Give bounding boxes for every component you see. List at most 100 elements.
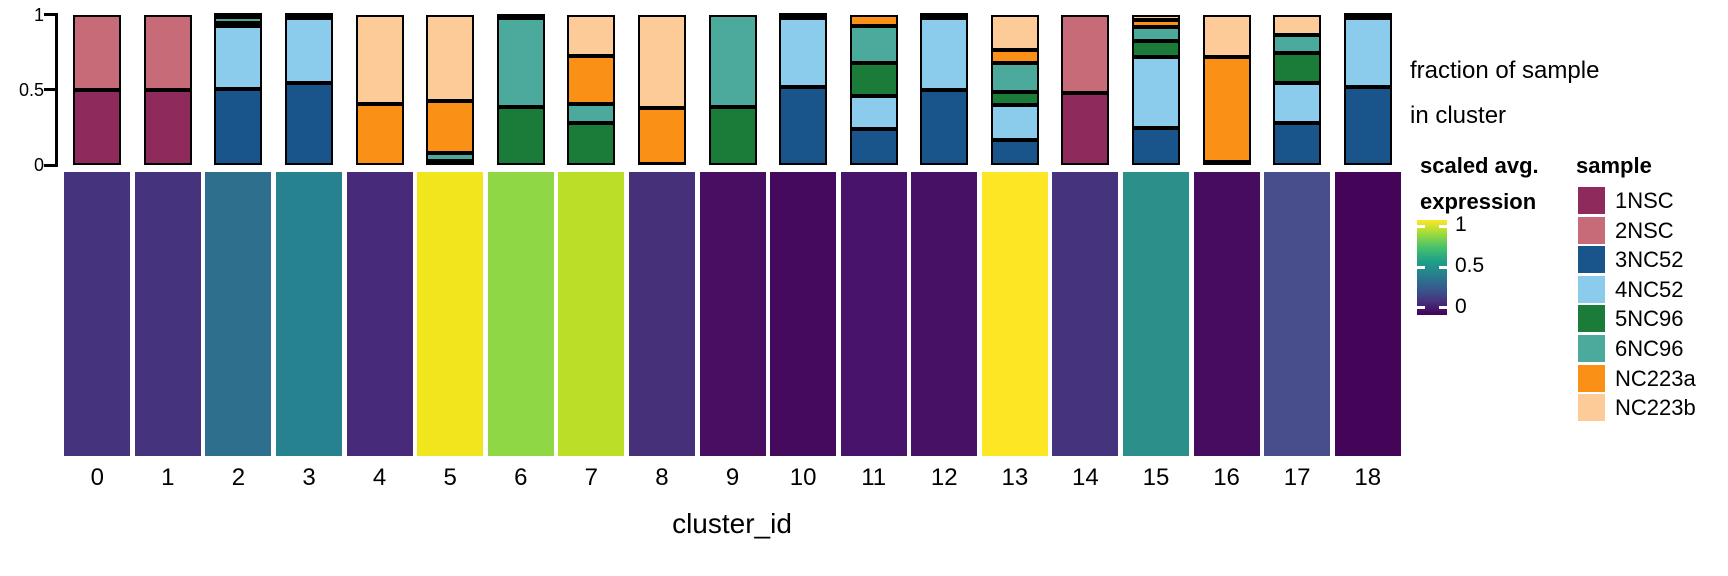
bar-segment-NC223b-cluster-5 bbox=[426, 15, 475, 101]
bar-segment-4NC52-cluster-17 bbox=[1273, 82, 1322, 123]
bar-segment-6NC96-cluster-6 bbox=[496, 18, 545, 107]
y-tick-0 bbox=[44, 164, 56, 167]
colorbar-tick-dash-0 bbox=[1417, 225, 1425, 228]
stacked-bar-cluster-3 bbox=[285, 12, 334, 165]
bar-segment-3NC52-cluster-15 bbox=[1131, 127, 1180, 165]
sample-legend-title: sample bbox=[1576, 153, 1652, 178]
legend-swatch-3NC52 bbox=[1578, 246, 1605, 274]
legend-label-2NSC: 2NSC bbox=[1615, 217, 1674, 243]
stacked-bar-cluster-1 bbox=[143, 15, 192, 165]
heatmap-cell-cluster-4 bbox=[346, 172, 413, 456]
bar-segment-3NC52-cluster-3 bbox=[285, 82, 334, 165]
colorbar-tick-label-05: 0.5 bbox=[1455, 254, 1485, 277]
fraction-note-line2: in cluster bbox=[1410, 102, 1507, 129]
heatmap-cell-cluster-3 bbox=[276, 172, 343, 456]
stacked-bar-cluster-10 bbox=[779, 12, 828, 165]
legend-swatch-5NC96 bbox=[1578, 305, 1605, 333]
legend-label-NC223b: NC223b bbox=[1615, 395, 1696, 421]
x-tick-label-14: 14 bbox=[1072, 464, 1099, 491]
y-tick-label-0: 0 bbox=[33, 155, 44, 175]
bar-segment-NC223a-cluster-13 bbox=[990, 49, 1039, 63]
x-tick-label-10: 10 bbox=[789, 464, 817, 491]
colorbar-tick-dash-0 bbox=[1439, 225, 1447, 228]
bar-segment-NC223a-cluster-5 bbox=[426, 100, 475, 153]
x-tick-label-3: 3 bbox=[302, 464, 316, 491]
stacked-bar-cluster-15 bbox=[1131, 15, 1180, 165]
x-tick-label-1: 1 bbox=[161, 464, 175, 491]
y-tick-label-1: 1 bbox=[33, 5, 44, 25]
bar-segment-6NC96-cluster-17 bbox=[1273, 34, 1322, 53]
x-tick-label-7: 7 bbox=[584, 464, 599, 491]
stacked-bar-cluster-17 bbox=[1273, 15, 1322, 165]
heatmap-cell-cluster-16 bbox=[1193, 172, 1260, 456]
bar-segment-NC223a-cluster-4 bbox=[355, 103, 404, 165]
bar-segment-4NC52-cluster-11 bbox=[849, 96, 898, 129]
bar-segment-4NC52-cluster-2 bbox=[214, 25, 263, 89]
bar-segment-4NC52-cluster-13 bbox=[990, 105, 1039, 140]
bar-segment-NC223a-cluster-11 bbox=[849, 15, 898, 26]
bar-segment-5NC96-cluster-7 bbox=[567, 123, 616, 165]
bar-segment-NC223b-cluster-17 bbox=[1273, 15, 1322, 35]
heatmap-cell-cluster-1 bbox=[134, 172, 201, 456]
bar-segment-NC223b-cluster-7 bbox=[567, 15, 616, 56]
bar-segment-NC223a-cluster-16 bbox=[1202, 57, 1251, 162]
colorbar-tick-dash-2 bbox=[1417, 306, 1425, 309]
x-tick-label-6: 6 bbox=[514, 464, 528, 491]
legend-label-3NC52: 3NC52 bbox=[1615, 247, 1684, 273]
stacked-bar-cluster-9 bbox=[708, 15, 757, 165]
heatmap-cell-cluster-0 bbox=[64, 172, 131, 456]
bar-segment-3NC52-cluster-2 bbox=[214, 88, 263, 165]
bar-segment-6NC96-cluster-10 bbox=[779, 12, 828, 17]
heatmap-cell-cluster-6 bbox=[487, 172, 554, 456]
heatmap-cell-cluster-10 bbox=[770, 172, 837, 456]
x-tick-label-15: 15 bbox=[1142, 464, 1170, 491]
legend-swatch-NC223b bbox=[1578, 394, 1605, 422]
x-tick-label-16: 16 bbox=[1213, 464, 1240, 491]
stacked-bar-cluster-11 bbox=[849, 15, 898, 165]
x-tick-label-18: 18 bbox=[1354, 464, 1382, 491]
heatmap-cell-cluster-11 bbox=[840, 172, 907, 456]
bar-segment-NC223a-cluster-2 bbox=[214, 12, 263, 17]
x-tick-label-5: 5 bbox=[443, 464, 457, 491]
x-tick-label-11: 11 bbox=[861, 464, 887, 491]
legend-swatch-NC223a bbox=[1578, 364, 1605, 392]
bar-segment-NC223b-cluster-4 bbox=[355, 15, 404, 104]
stacked-bar-cluster-2 bbox=[214, 12, 263, 165]
fraction-panel-note: fraction of sample in cluster bbox=[1410, 48, 1599, 138]
bar-segment-6NC96-cluster-5 bbox=[426, 153, 475, 161]
legend-swatch-4NC52 bbox=[1578, 275, 1605, 303]
expression-legend-title-line2: expression bbox=[1420, 189, 1537, 214]
heatmap-cell-cluster-14 bbox=[1052, 172, 1119, 456]
heatmap-cell-cluster-7 bbox=[558, 172, 625, 456]
x-tick-label-12: 12 bbox=[930, 464, 958, 491]
stacked-bar-cluster-5 bbox=[426, 15, 475, 165]
legend-swatch-2NSC bbox=[1578, 216, 1605, 244]
legend-label-1NSC: 1NSC bbox=[1615, 188, 1674, 213]
colorbar-tick-label-1: 1 bbox=[1455, 213, 1467, 236]
y-tick-1 bbox=[44, 13, 56, 16]
bar-segment-NC223b-cluster-16 bbox=[1202, 15, 1251, 57]
bar-segment-4NC52-cluster-3 bbox=[285, 18, 334, 83]
x-tick-label-2: 2 bbox=[231, 464, 246, 491]
heatmap-cell-cluster-2 bbox=[205, 172, 272, 456]
x-axis-title: cluster_id bbox=[672, 508, 792, 539]
stacked-bar-cluster-12 bbox=[920, 12, 969, 165]
bar-segment-2NSC-cluster-0 bbox=[73, 15, 122, 90]
bar-segment-1NSC-cluster-14 bbox=[1061, 93, 1110, 165]
heatmap-cell-cluster-18 bbox=[1334, 172, 1401, 456]
stacked-bar-cluster-0 bbox=[73, 15, 122, 165]
stacked-bar-cluster-14 bbox=[1061, 15, 1110, 165]
bar-segment-1NSC-cluster-0 bbox=[73, 90, 122, 165]
bar-segment-5NC96-cluster-16 bbox=[1202, 161, 1251, 165]
colorbar-tick-dash-2 bbox=[1439, 306, 1447, 309]
bar-segment-6NC96-cluster-12 bbox=[920, 12, 969, 17]
colorbar-tick-dash-1 bbox=[1439, 266, 1447, 269]
bar-segment-6NC96-cluster-3 bbox=[285, 12, 334, 17]
legend-swatch-1NSC bbox=[1578, 187, 1605, 214]
x-tick-label-8: 8 bbox=[655, 464, 669, 491]
bar-segment-NC223a-cluster-6 bbox=[496, 14, 545, 18]
x-tick-label-4: 4 bbox=[372, 464, 387, 491]
bar-segment-6NC96-cluster-13 bbox=[990, 63, 1039, 92]
bar-segment-5NC96-cluster-17 bbox=[1273, 52, 1322, 83]
